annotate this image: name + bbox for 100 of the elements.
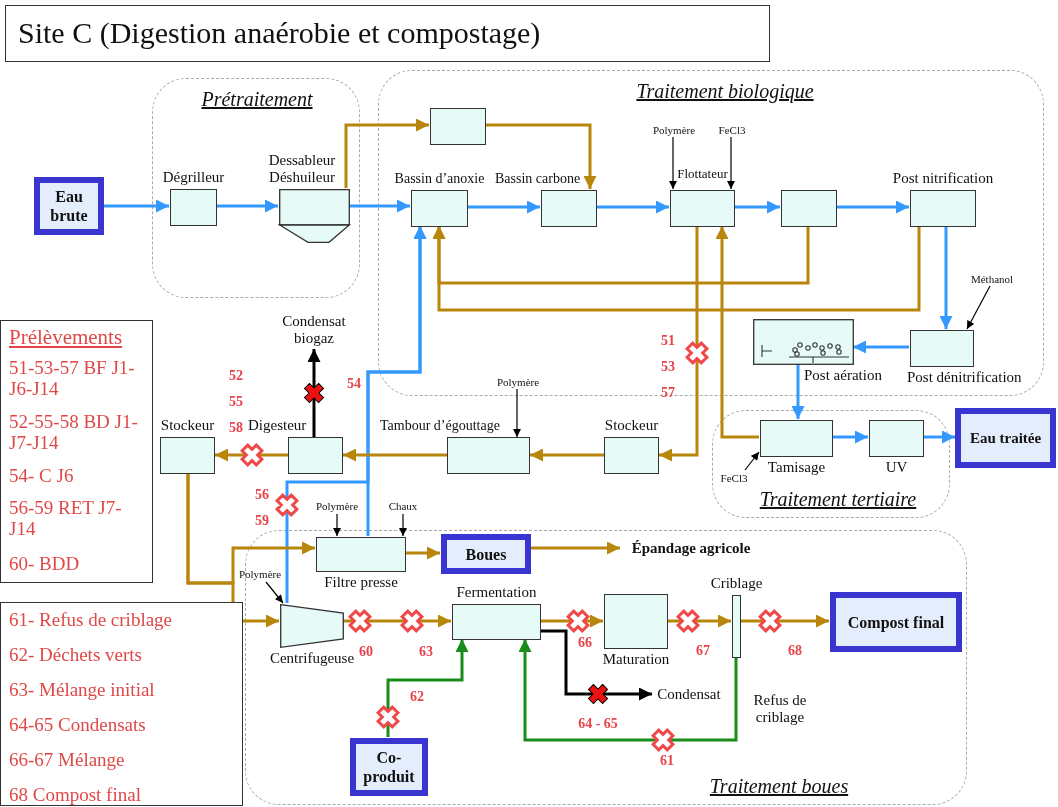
flow-arrow [432, 226, 921, 312]
flow-arrow [734, 200, 780, 214]
unit-label: Fermentation [456, 584, 537, 601]
flow-arrow [485, 123, 597, 189]
unit-label: Digesteur [248, 417, 307, 434]
flow-arrow [596, 200, 669, 214]
unit-label: UV [885, 459, 908, 476]
flow-arrow [349, 199, 410, 213]
terminal-box: Co-produit [350, 738, 428, 796]
terminal-box: Boues [441, 534, 531, 574]
unit-label: Tamisage [767, 459, 826, 476]
flow-arrow [285, 226, 427, 603]
flow-arrow [186, 474, 279, 628]
dosing-arrow [265, 581, 284, 604]
terminal-box: Compost final [830, 592, 962, 652]
flow-arrow [540, 629, 652, 701]
output-label: Condensat biogaz [274, 313, 354, 349]
sample-key-item: 51-53-57 BF J1-J6-J14 [9, 357, 136, 399]
sample-key-item: 61- Refus de criblage [9, 609, 174, 630]
section-heading: Traitement tertiaire [759, 487, 917, 511]
dosing-arrow [669, 136, 677, 190]
sample-number: 52 [229, 368, 243, 384]
reagent-label: Polymère [494, 375, 542, 390]
sample-key-item: 54- C J6 [9, 465, 75, 486]
sample-number: 57 [661, 385, 675, 401]
flow-arrow [659, 226, 699, 462]
unit-label: Post nitrification [892, 170, 994, 187]
sample-number: 59 [255, 513, 269, 529]
unit-label: Post aération [804, 367, 882, 384]
flow-arrow [832, 430, 868, 444]
flow-arrow [540, 614, 603, 628]
reagent-label: Chaux [385, 499, 421, 514]
reagent-label: FeCl3 [717, 471, 751, 486]
sample-key-item: 56-59 RET J7-J14 [9, 497, 123, 539]
unit-label: Post dénitrification [907, 369, 1022, 386]
flow-arrow [215, 448, 288, 462]
sample-key-item: 62- Déchets verts [9, 644, 143, 665]
unit-label: Filtre presse [324, 574, 398, 591]
section-heading: Traitement boues [709, 774, 849, 798]
unit-label: Criblage [710, 575, 763, 592]
sample-number: 63 [419, 644, 433, 660]
sample-number: 54 [347, 376, 361, 392]
section-frame [712, 410, 950, 518]
sample-number: 66 [578, 635, 592, 651]
sample-number: 58 [229, 420, 243, 436]
flow-arrow [343, 448, 447, 462]
terminal-box: Eau brute [34, 177, 104, 235]
sample-key-heading: Prélèvements [9, 325, 124, 350]
flow-arrow [530, 448, 604, 462]
dosing-arrow [399, 513, 407, 537]
title-banner: Site C (Digestion anaérobie et compostage) [5, 5, 770, 62]
dosing-arrow [333, 513, 341, 537]
terminal-box: Eau traitée [955, 408, 1056, 468]
sample-key-item: 68 Compost final [9, 784, 142, 805]
dosing-arrow [513, 388, 521, 438]
sample-number: 67 [696, 643, 710, 659]
sample-number: 61 [660, 753, 674, 769]
sample-number: 56 [255, 487, 269, 503]
sample-key-item: 52-55-58 BD J1-J7-J14 [9, 411, 139, 453]
flow-arrow [939, 226, 953, 329]
sample-number: 55 [229, 394, 243, 410]
unit-label: Centrifugeuse [269, 650, 355, 667]
unit-label: Tambour d’égouttage [380, 417, 500, 434]
sample-number: 53 [661, 359, 675, 375]
flow-arrow [467, 200, 540, 214]
flow-arrow [740, 614, 829, 628]
dosing-arrow [966, 285, 991, 330]
section-frame [152, 78, 360, 298]
sample-number: 60 [359, 644, 373, 660]
reagent-label: Polymère [650, 123, 698, 138]
flow-arrow [530, 541, 620, 555]
reagent-label: Méthanol [964, 272, 1020, 287]
flow-arrow [216, 199, 278, 213]
sample-key-item: 66-67 Mélange [9, 749, 126, 770]
unit-label: Flottateur [677, 165, 728, 182]
flow-arrow [344, 118, 429, 188]
flow-arrow [343, 614, 451, 628]
flow-arrow [386, 639, 469, 737]
flow-arrow [853, 340, 909, 354]
output-label: Épandage agricole [621, 540, 761, 559]
output-label: Condensat [653, 686, 725, 705]
unit-label: Stockeur [160, 417, 215, 434]
section-frame [378, 70, 1044, 396]
sample-number: 64 - 65 [578, 716, 618, 732]
dosing-arrow [727, 136, 735, 190]
flow-arrow [518, 639, 738, 742]
unit-label: Bassin d’anoxie [394, 170, 485, 187]
reagent-label: FeCl3 [715, 123, 749, 138]
sample-key-item: 64-65 Condensats [9, 714, 147, 735]
flow-arrow [923, 430, 955, 444]
flow-arrow [715, 226, 759, 439]
unit-label: Maturation [602, 651, 670, 668]
unit-label: Bassin carbone [495, 170, 581, 187]
section-heading: Traitement biologique [636, 79, 814, 103]
flow-arrow [836, 200, 909, 214]
section-heading: Prétraitement [201, 87, 313, 111]
flow-arrow [791, 364, 805, 419]
flow-arrow [667, 614, 731, 628]
unit-label: Dessableur Déshuileur [267, 152, 337, 186]
sample-number: 51 [661, 333, 675, 349]
